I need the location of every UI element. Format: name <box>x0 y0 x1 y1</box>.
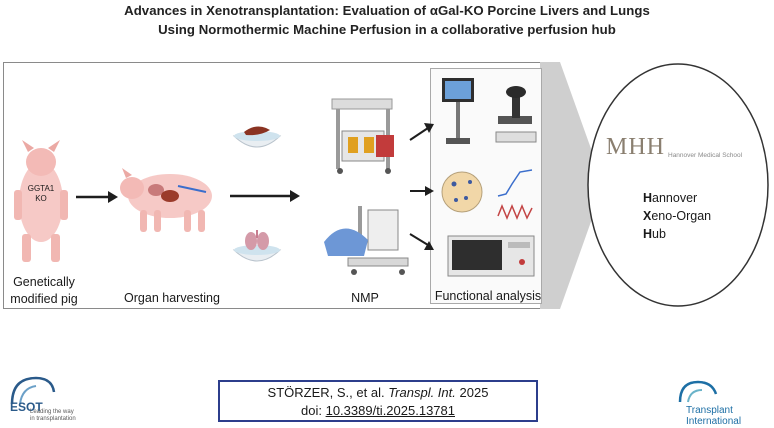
esot-tagline-line-2: in transplantation <box>30 416 76 422</box>
transplant-international-logo-icon <box>678 380 718 403</box>
step-3-label: NMP <box>351 291 379 305</box>
arrow-3-icon <box>409 123 434 141</box>
monitor-and-microscope-icon <box>442 78 537 144</box>
liver-bowl-icon <box>232 126 282 148</box>
citation-line-1: STÖRZER, S., et al. Transpl. Int. 2025 <box>220 384 536 402</box>
analyzer-device-icon <box>447 235 535 277</box>
hub-line-1-initial: H <box>643 191 653 205</box>
citation-doi-link[interactable]: 10.3389/ti.2025.13781 <box>325 403 455 418</box>
step-1-label-line-2: modified pig <box>10 292 78 306</box>
esot-name: ESOT <box>10 400 43 414</box>
pig-front-icon <box>14 140 68 262</box>
citation-doi-prefix: doi: <box>301 403 322 418</box>
arrow-5-icon <box>409 233 434 250</box>
mhh-logo-subtitle: Hannover Medical School <box>668 152 743 159</box>
hub-line-1-rest: annover <box>652 191 698 205</box>
title-line-2: Using Normothermic Machine Perfusion in … <box>158 22 616 37</box>
pig-side-icon <box>120 168 212 232</box>
hub-line-1: Hannover <box>643 189 711 207</box>
citation-authors: STÖRZER, S., et al. <box>267 385 385 400</box>
esot-tagline: Leading the way in transplantation <box>30 409 76 423</box>
arrow-2-icon <box>230 190 300 202</box>
step-1-label-line-1: Genetically <box>13 275 75 289</box>
ti-line-1: Transplant <box>686 405 733 416</box>
esot-logo-icon <box>10 376 56 405</box>
hub-line-3-initial: H <box>643 227 653 241</box>
step-2-label: Organ harvesting <box>124 291 220 305</box>
lab-results-icon <box>441 169 533 220</box>
step-4-label: Functional analysis <box>434 289 542 303</box>
liver-perfusion-device-icon <box>331 98 394 174</box>
mhh-logo: MHH <box>606 134 666 160</box>
esot-tagline-line-1: Leading the way <box>30 409 74 415</box>
hub-line-3-rest: ub <box>652 227 666 241</box>
lung-perfusion-device-icon <box>324 206 409 275</box>
hub-ellipse <box>587 63 769 307</box>
hub-line-2: Xeno-Organ <box>643 207 711 225</box>
transplant-international-name: Transplant International <box>686 405 741 427</box>
hub-line-2-rest: eno-Organ <box>651 209 712 223</box>
step-1-label: Genetically modified pig <box>4 274 84 308</box>
citation-journal: Transpl. Int. <box>388 385 456 400</box>
lung-bowl-icon <box>232 230 282 262</box>
citation-year: 2025 <box>459 385 489 400</box>
chevron-arrow-icon <box>540 62 604 309</box>
hub-line-2-initial: X <box>643 209 652 223</box>
ti-line-2: International <box>686 416 742 427</box>
citation-box: STÖRZER, S., et al. Transpl. Int. 2025 d… <box>218 380 538 422</box>
pig-tag: GGTA1 KO <box>14 184 68 204</box>
arrow-4-icon <box>410 186 434 196</box>
arrow-1-icon <box>76 191 118 203</box>
hub-line-3: Hub <box>643 225 711 243</box>
title-line-1: Advances in Xenotransplantation: Evaluat… <box>124 3 650 18</box>
pig-tag-line-2: KO <box>35 194 47 203</box>
pig-tag-line-1: GGTA1 <box>27 184 55 193</box>
hub-name: Hannover Xeno-Organ Hub <box>643 189 711 243</box>
citation-line-2: doi: 10.3389/ti.2025.13781 <box>220 402 536 420</box>
